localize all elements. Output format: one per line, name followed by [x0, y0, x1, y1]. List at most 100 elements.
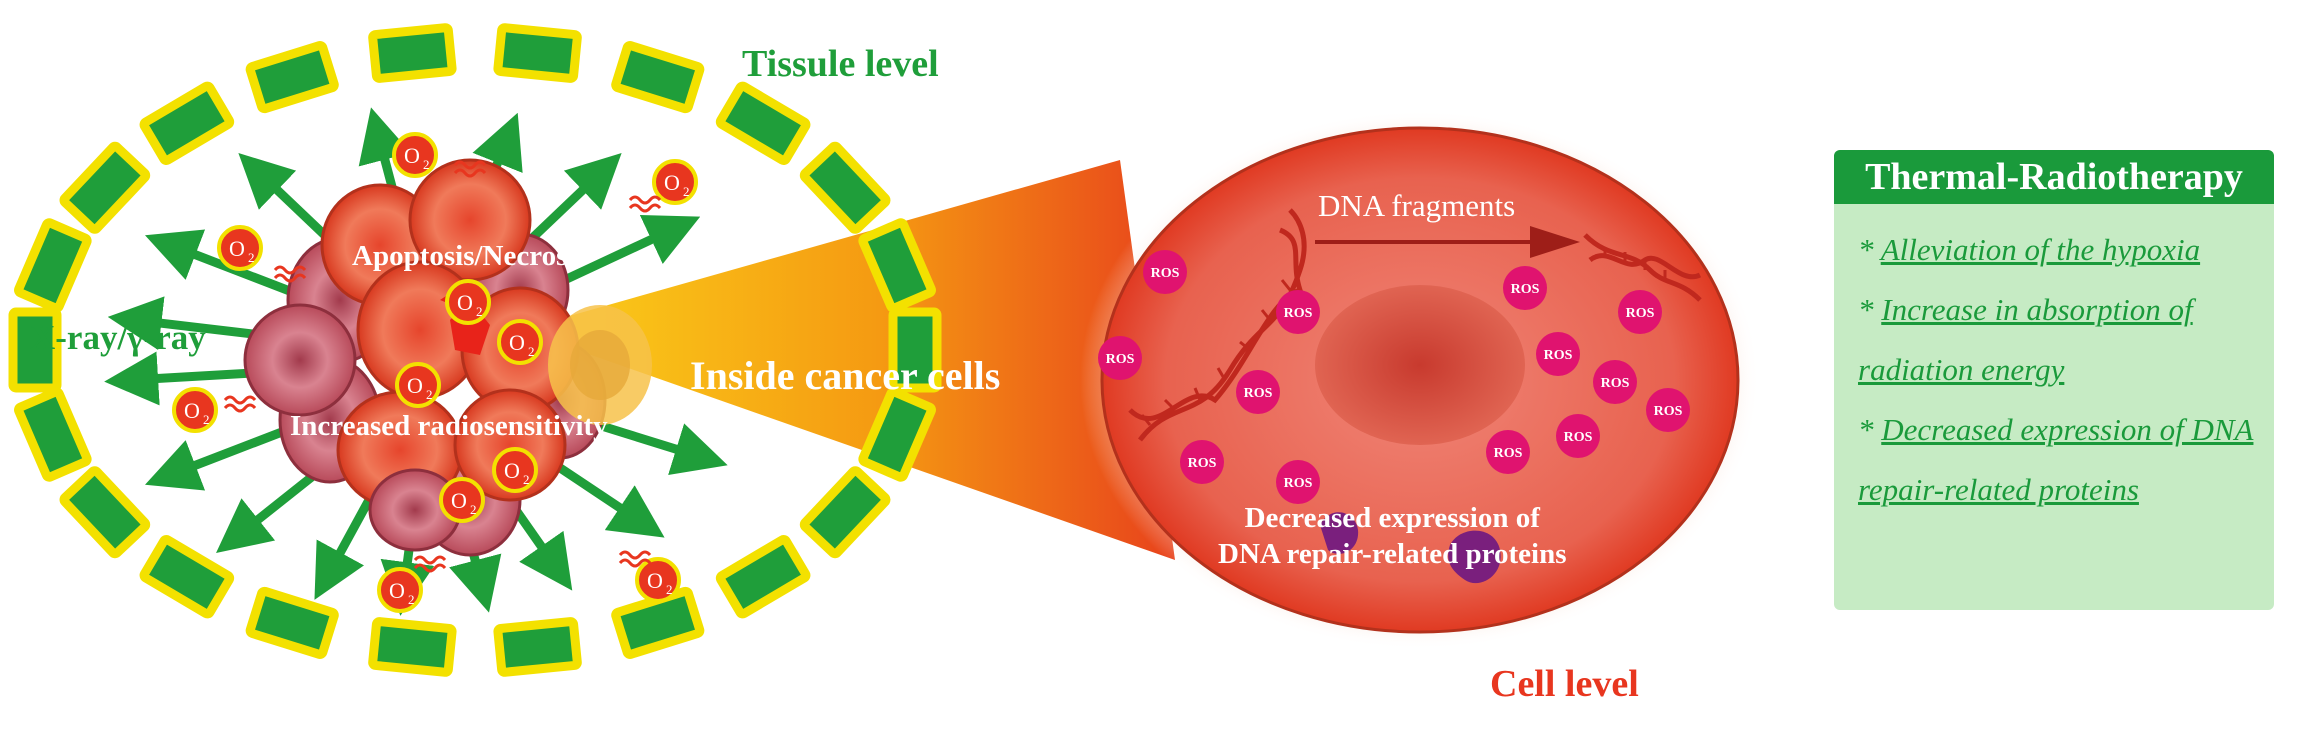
heat-wave	[273, 265, 307, 275]
svg-text:O: O	[504, 458, 520, 483]
xray-label: X-ray/γ-ray	[30, 318, 206, 357]
vessel-segment	[59, 466, 151, 559]
vessel-segment	[715, 81, 811, 165]
vessel-segment	[139, 535, 235, 619]
ros-circle: ROS	[1098, 336, 1142, 380]
panel-item-text: Increase in absorption of radiation ener…	[1858, 292, 2193, 387]
svg-text:ROS: ROS	[1511, 282, 1540, 297]
ros-circle: ROS	[1276, 290, 1320, 334]
svg-text:ROS: ROS	[1244, 386, 1273, 401]
heat-wave	[618, 550, 652, 560]
svg-text:ROS: ROS	[1494, 446, 1523, 461]
protein-blob-2	[1448, 530, 1501, 584]
panel-bullet: *	[1858, 412, 1874, 447]
svg-text:ROS: ROS	[1188, 456, 1217, 471]
protein-blob-1	[1320, 512, 1359, 554]
vessel-segment	[59, 141, 151, 234]
ros-circle: ROS	[1276, 460, 1320, 504]
svg-text:2: 2	[666, 582, 673, 597]
vessel-segment	[14, 387, 92, 482]
ros-circle: ROS	[1486, 430, 1530, 474]
ros-circle: ROS	[1536, 332, 1580, 376]
svg-text:O: O	[457, 290, 473, 315]
tissue-level-label: Tissule level	[742, 43, 939, 85]
svg-text:O: O	[389, 578, 405, 603]
heat-wave	[273, 273, 307, 283]
heat-wave	[453, 168, 487, 178]
svg-text:ROS: ROS	[1106, 352, 1135, 367]
ros-circle: ROS	[1556, 414, 1600, 458]
radiosensitivity-label: Increased radiosensitivity	[290, 410, 608, 442]
heat-wave	[618, 558, 652, 568]
svg-text:ROS: ROS	[1654, 404, 1683, 419]
vessel-segment	[799, 141, 891, 234]
tumor-cluster	[243, 158, 652, 557]
svg-text:2: 2	[408, 592, 415, 607]
panel-item-text: Decreased expression of DNA repair-relat…	[1858, 412, 2254, 507]
vessel-segment	[245, 41, 339, 114]
panel-bullet: *	[1858, 232, 1874, 267]
svg-text:O: O	[229, 236, 245, 261]
heat-wave	[413, 555, 447, 565]
svg-text:O: O	[404, 143, 420, 168]
vessel-segment	[715, 535, 811, 619]
svg-text:2: 2	[528, 344, 535, 359]
ros-circle: ROS	[1503, 266, 1547, 310]
vessel-segment	[858, 218, 936, 313]
svg-text:O: O	[664, 170, 680, 195]
svg-text:2: 2	[476, 304, 483, 319]
cell-nucleus	[1315, 285, 1525, 445]
decreased-line-2: DNA repair-related proteins	[1218, 538, 1567, 570]
svg-text:ROS: ROS	[1284, 476, 1313, 491]
apoptosis-label: Apoptosis/Necrosis	[352, 240, 587, 272]
dna-helix-right	[1583, 233, 1702, 302]
ros-circle: ROS	[1143, 250, 1187, 294]
vessel-segment	[493, 617, 582, 677]
decreased-expression-label: Decreased expression of DNA repair-relat…	[1218, 500, 1567, 572]
vessel-segment	[368, 617, 457, 677]
panel-item: * Alleviation of the hypoxia	[1858, 220, 2268, 280]
cell-level-label: Cell level	[1490, 663, 1639, 705]
vessel-segment	[8, 307, 62, 393]
vessel-segment	[799, 466, 891, 559]
panel-item: * Decreased expression of DNA repair-rel…	[1858, 400, 2268, 520]
svg-text:ROS: ROS	[1564, 430, 1593, 445]
svg-text:O: O	[184, 398, 200, 423]
panel-title: Thermal-Radiotherapy	[1834, 150, 2274, 204]
heat-wave	[223, 403, 257, 413]
svg-text:2: 2	[423, 157, 430, 172]
panel-item: * Increase in absorption of radiation en…	[1858, 280, 2268, 400]
svg-text:O: O	[647, 568, 663, 593]
decreased-line-1: Decreased expression of	[1244, 502, 1540, 534]
heat-wave	[628, 203, 662, 213]
ros-circle: ROS	[1180, 440, 1224, 484]
svg-text:2: 2	[683, 184, 690, 199]
svg-text:2: 2	[248, 250, 255, 265]
dna-fragments-label: DNA fragments	[1318, 188, 1516, 223]
ros-circle: ROS	[1593, 360, 1637, 404]
vessel-segment	[245, 586, 339, 659]
vessel-segment	[368, 23, 457, 83]
zoom-cone	[520, 160, 1175, 560]
dna-fragments-arrow	[1315, 226, 1580, 258]
panel-item-text: Alleviation of the hypoxia	[1880, 232, 2201, 267]
vessel-segment	[139, 81, 235, 165]
svg-text:O: O	[407, 373, 423, 398]
vessel-segment	[858, 387, 936, 482]
heat-waves	[223, 160, 662, 573]
svg-text:2: 2	[470, 502, 477, 517]
vessel-segment	[611, 41, 705, 114]
vessel-ring	[8, 23, 942, 677]
vessel-segment	[14, 218, 92, 313]
